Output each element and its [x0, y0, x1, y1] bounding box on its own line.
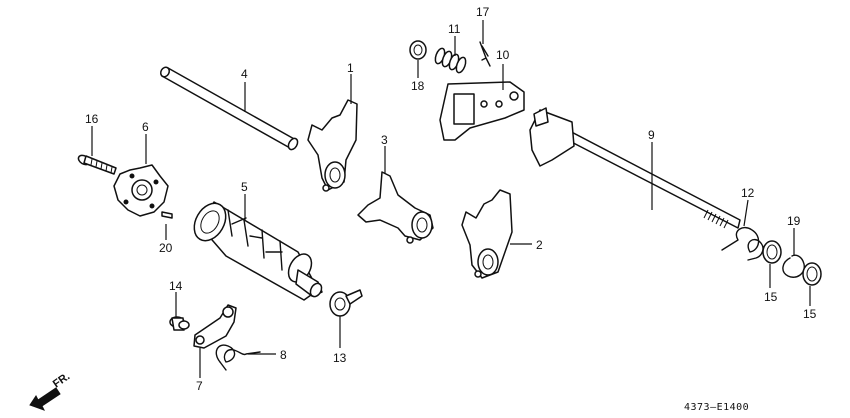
callout-11: 11: [448, 22, 461, 36]
callout-7: 7: [196, 379, 203, 393]
callout-8: 8: [280, 348, 287, 362]
callout-14: 14: [169, 279, 183, 293]
diagram-code: 4373–E1400: [684, 402, 749, 413]
callout-9: 9: [648, 128, 655, 142]
callout-13: 13: [333, 351, 347, 365]
callout-20: 20: [159, 241, 173, 255]
callout-4: 4: [241, 67, 248, 81]
part-20-dowel-pin: [161, 211, 173, 219]
leader-lines: [91, 20, 811, 378]
callout-6: 6: [142, 120, 149, 134]
callout-17: 17: [476, 5, 490, 19]
part-18-washer: [409, 40, 427, 60]
part-11-spring: [434, 47, 467, 74]
part-8-spring: [215, 344, 261, 371]
arrow-icon: [29, 387, 61, 411]
callout-19: 19: [787, 214, 801, 228]
callout-16: 16: [85, 112, 99, 126]
part-2-shift-fork: [461, 189, 513, 279]
callout-2: 2: [536, 238, 543, 252]
callout-15-b: 15: [803, 307, 817, 321]
callout-12: 12: [741, 186, 755, 200]
part-14-bolt: [169, 316, 190, 331]
part-17-clip: [479, 41, 491, 67]
part-1-shift-fork: [307, 99, 358, 192]
part-5-shift-drum: [193, 201, 323, 301]
front-direction-arrow: FR.: [29, 370, 72, 411]
callout-10: 10: [496, 48, 510, 62]
part-12-return-spring: [721, 226, 764, 261]
part-15-washer-b: [802, 262, 822, 286]
callout-1: 1: [347, 61, 354, 75]
callout-labels: 4 1 3 5 6 16 20 14 7 8 13 2 9 10 11 17 1…: [85, 5, 817, 393]
part-13-collar: [329, 289, 363, 317]
part-4-fork-shaft: [159, 66, 299, 151]
part-7-stopper-arm: [193, 304, 237, 349]
part-10-guide-plate: [439, 81, 525, 141]
callout-18: 18: [411, 79, 425, 93]
direction-label: FR.: [51, 370, 72, 390]
callout-3: 3: [381, 133, 388, 147]
part-9-gearshift-spindle: [529, 107, 741, 229]
callout-15-a: 15: [764, 290, 778, 304]
callout-5: 5: [241, 180, 248, 194]
part-6-drum-center: [113, 164, 169, 217]
part-19-circlip: [782, 254, 805, 278]
part-15-washer-a: [762, 240, 782, 264]
part-3-shift-fork: [357, 171, 434, 244]
part-16-bolt: [77, 154, 117, 175]
